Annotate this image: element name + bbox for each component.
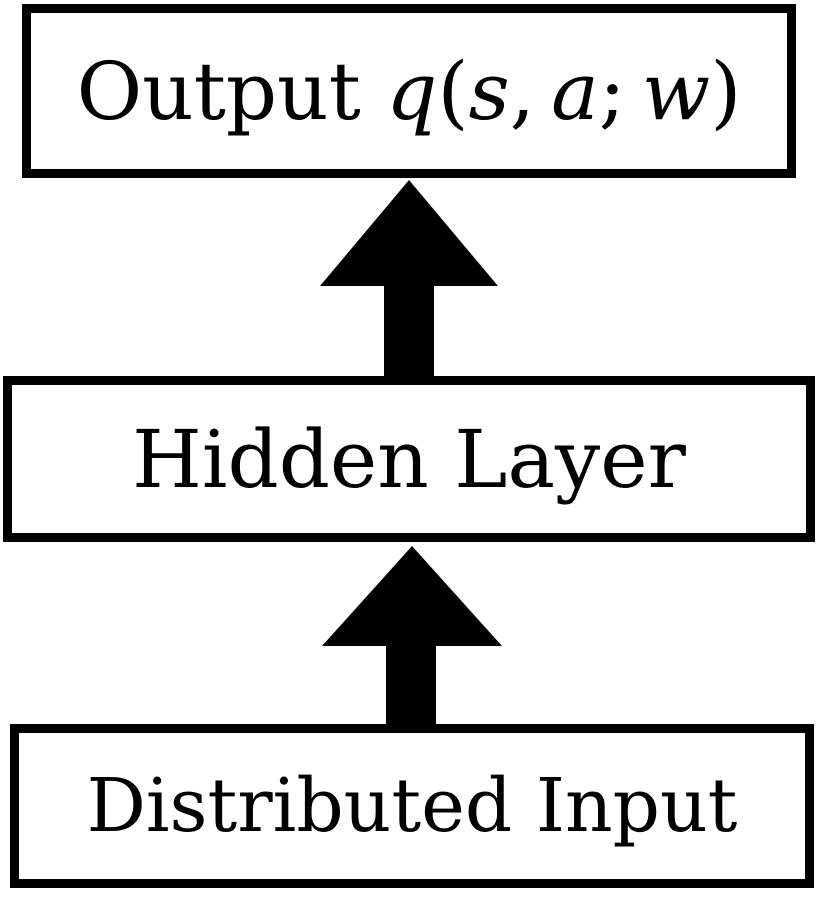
hidden-layer-box: Hidden Layer xyxy=(3,376,815,542)
distributed-input-label: Distributed Input xyxy=(86,763,738,849)
arrow-input-to-hidden-shape xyxy=(322,546,502,726)
output-formula: q(s, a; w) xyxy=(386,45,741,138)
hidden-layer-label: Hidden Layer xyxy=(132,412,686,506)
formula-arg-w: w xyxy=(641,44,711,138)
formula-arg-a: a xyxy=(551,44,599,138)
output-label: Output xyxy=(76,44,361,138)
formula-comma: , xyxy=(509,44,536,138)
formula-semicolon: ; xyxy=(598,44,626,138)
arrow-hidden-to-output xyxy=(320,180,498,376)
arrow-input-to-hidden xyxy=(322,546,502,726)
distributed-input-box: Distributed Input xyxy=(10,724,814,888)
formula-open-paren: ( xyxy=(437,44,469,138)
output-box: Output q(s, a; w) xyxy=(22,4,796,178)
formula-function: q xyxy=(386,44,438,138)
formula-arg-s: s xyxy=(468,44,510,138)
arrow-hidden-to-output-shape xyxy=(320,180,498,376)
formula-close-paren: ) xyxy=(710,44,742,138)
